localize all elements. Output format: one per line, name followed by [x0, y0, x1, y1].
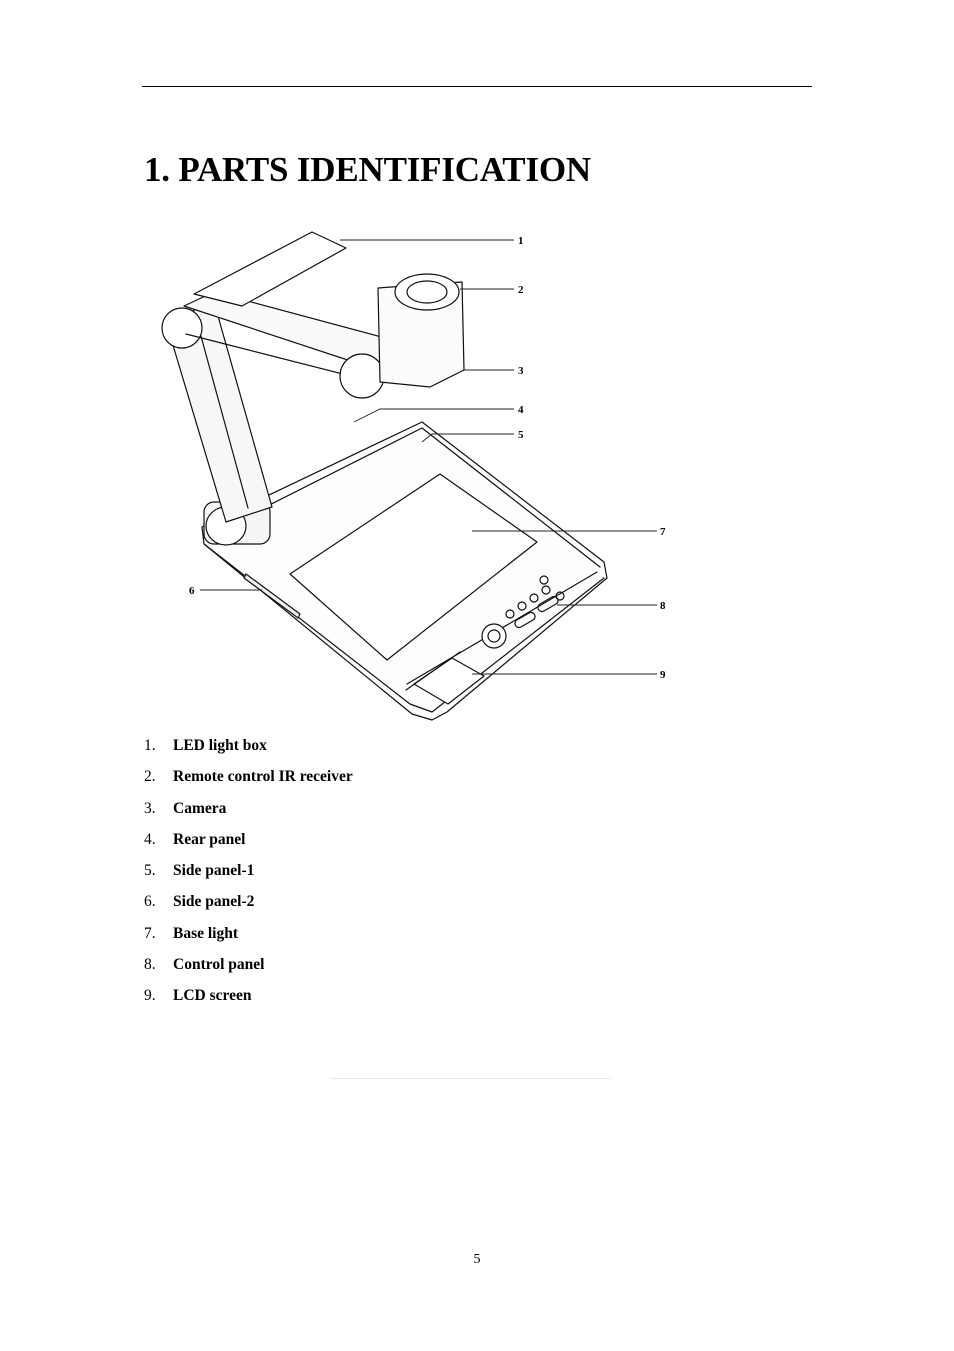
list-item: 7. Base light: [144, 924, 353, 955]
list-item: 9. LCD screen: [144, 986, 353, 1017]
list-item-number: 9.: [144, 987, 156, 1005]
control-dial: [481, 623, 507, 649]
list-item-number: 5.: [144, 862, 156, 880]
list-item-number: 8.: [144, 956, 156, 974]
parts-list: 1. LED light box 2. Remote control IR rece…: [144, 736, 353, 1018]
list-item: 1. LED light box: [144, 736, 353, 767]
camera-hinge: [339, 353, 385, 399]
page-number: 5: [473, 1252, 481, 1267]
diagram-svg: 1 2 3 4 5 6 7 8 9: [161, 231, 666, 721]
list-item-label: Side panel-1: [173, 862, 255, 880]
base-front-side: [203, 543, 605, 713]
callout-4: 4: [518, 404, 524, 416]
callout-1: 1: [518, 235, 524, 247]
callout-9: 9: [660, 669, 666, 681]
list-item-label: Control panel: [173, 956, 265, 974]
list-item-label: Side panel-2: [173, 893, 255, 911]
page-title: 1. PARTS IDENTIFICATION: [144, 150, 591, 189]
side-panel-2: [243, 573, 301, 619]
list-item-number: 2.: [144, 768, 156, 786]
list-item: 4. Rear panel: [144, 830, 353, 861]
base-light-panel: [289, 473, 538, 661]
list-item-label: Remote control IR receiver: [173, 768, 353, 786]
faint-divider: [330, 1078, 610, 1079]
list-item: 6. Side panel-2: [144, 892, 353, 923]
list-item-number: 6.: [144, 893, 156, 911]
list-item: 2. Remote control IR receiver: [144, 767, 353, 798]
list-item: 5. Side panel-1: [144, 861, 353, 892]
callout-8: 8: [660, 600, 666, 612]
list-item: 3. Camera: [144, 799, 353, 830]
camera-lens-inner: [406, 280, 448, 304]
list-item-label: Base light: [173, 924, 239, 942]
document-camera-diagram: 1 2 3 4 5 6 7 8 9: [142, 222, 682, 732]
list-item-number: 7.: [144, 924, 156, 942]
list-item-number: 3.: [144, 799, 156, 817]
list-item-label: Rear panel: [173, 830, 246, 848]
vertical-arm-groove: [195, 317, 249, 509]
list-item: 8. Control panel: [144, 955, 353, 986]
list-item-label: Camera: [173, 799, 227, 817]
arm-upper-hinge: [161, 307, 203, 349]
led-light-box: [193, 231, 347, 307]
callout-5: 5: [518, 429, 524, 441]
camera-lens: [394, 273, 460, 311]
base-top-edge: [203, 427, 601, 568]
callout-7: 7: [660, 526, 666, 538]
list-item-label: LCD screen: [173, 987, 252, 1005]
callout-2: 2: [518, 284, 524, 296]
callout-6: 6: [189, 585, 195, 597]
list-item-number: 1.: [144, 737, 156, 754]
callout-3: 3: [518, 365, 524, 377]
list-item-number: 4.: [144, 830, 156, 848]
list-item-label: LED light box: [173, 737, 267, 754]
header-rule: [142, 86, 812, 87]
